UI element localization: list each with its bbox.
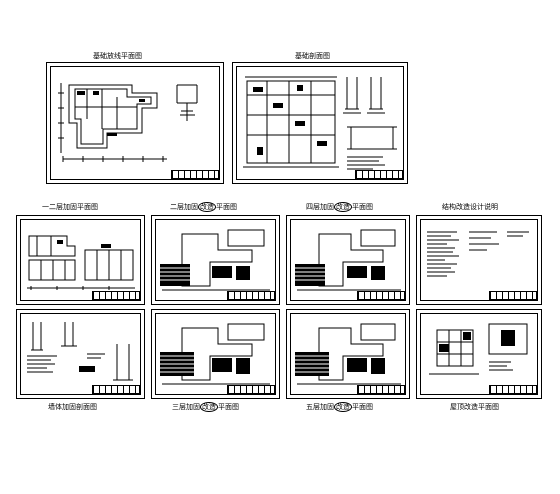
title-block xyxy=(489,291,537,300)
sheet-wall-section[interactable] xyxy=(16,309,145,399)
sheet-floor-5[interactable] xyxy=(286,309,410,399)
title-block xyxy=(489,385,537,394)
sheet-title-foundation-layout: 基础放线平面图 xyxy=(93,52,142,60)
sheet-title-floor-2: 二层加固改造平面图 xyxy=(170,202,237,212)
sheet-frame xyxy=(290,219,406,301)
sheet-foundation-section[interactable] xyxy=(232,62,408,184)
title-block xyxy=(171,170,219,179)
plan-drawing xyxy=(160,229,270,291)
sheet-floor-1-2[interactable] xyxy=(16,215,145,305)
plan-drawing xyxy=(160,323,270,385)
sheet-title-foundation-section: 基础剖面图 xyxy=(295,52,330,60)
title-block xyxy=(227,385,275,394)
plan-drawing xyxy=(58,83,198,162)
sheet-frame xyxy=(420,313,538,395)
plan-drawing xyxy=(27,235,135,290)
notes-text-block xyxy=(427,231,529,277)
sheet-frame xyxy=(155,219,276,301)
title-block xyxy=(357,291,405,300)
plan-drawing xyxy=(295,323,401,385)
sheet-title-floor-4: 四层加固改造平面图 xyxy=(306,202,373,212)
sheet-title-wall-section: 墙体加固剖面图 xyxy=(48,403,97,411)
sheet-frame xyxy=(20,219,141,301)
title-block xyxy=(227,291,275,300)
plan-drawing xyxy=(429,323,528,375)
sheet-frame xyxy=(290,313,406,395)
sheet-floor-2[interactable] xyxy=(151,215,280,305)
section-drawing xyxy=(243,76,397,170)
sheet-title-floor-5: 五层加固改造平面图 xyxy=(306,402,373,412)
title-block xyxy=(92,291,140,300)
sheet-floor-4[interactable] xyxy=(286,215,410,305)
sheet-floor-3[interactable] xyxy=(151,309,280,399)
title-block xyxy=(355,170,403,179)
sheet-title-notes: 结构改造设计说明 xyxy=(442,203,498,211)
sheet-frame xyxy=(20,313,141,395)
sheet-frame xyxy=(236,66,404,180)
sheet-title-floor-3: 三层加固改造平面图 xyxy=(172,402,239,412)
plan-drawing xyxy=(295,229,401,291)
sheet-frame xyxy=(420,219,538,301)
sheet-title-roof: 屋顶改造平面图 xyxy=(450,403,499,411)
sheet-frame xyxy=(155,313,276,395)
sheet-title-floor-1-2: 一二层加固平面图 xyxy=(42,203,98,211)
sheet-frame xyxy=(50,66,220,180)
sheet-roof[interactable] xyxy=(416,309,542,399)
sheet-foundation-layout[interactable] xyxy=(46,62,224,184)
section-drawing xyxy=(27,322,133,381)
title-block xyxy=(357,385,405,394)
title-block xyxy=(92,385,140,394)
sheet-notes[interactable] xyxy=(416,215,542,305)
